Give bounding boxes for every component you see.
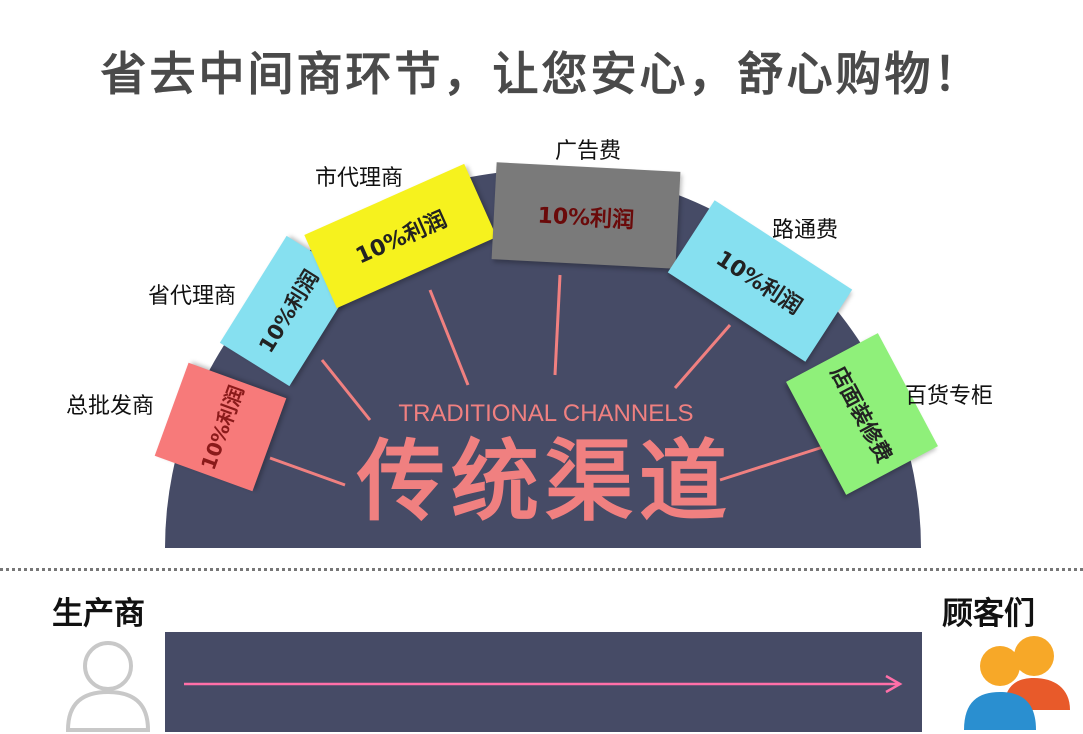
customers-label: 顾客们 — [942, 596, 1035, 632]
segment-label-road: 路通费 — [772, 218, 839, 243]
channel-title-en: TRADITIONAL CHANNELS — [398, 400, 693, 427]
producer-label: 生产商 — [52, 596, 145, 632]
person-outline-icon — [65, 641, 151, 732]
segment-label-province: 省代理商 — [148, 284, 237, 309]
channel-title-zh: 传统渠道 — [356, 430, 733, 533]
segment-label-store: 百货专柜 — [905, 384, 994, 409]
segment-label-wholesaler: 总批发商 — [66, 394, 155, 419]
segment-label-advertising: 广告费 — [555, 139, 622, 164]
flow-bar — [165, 632, 922, 732]
radial-lines — [269, 274, 824, 487]
segment-label-city: 市代理商 — [315, 166, 404, 191]
divider — [0, 568, 1083, 571]
segment-block-advertising: 10%利润 — [491, 162, 681, 269]
arrow-right-icon — [184, 674, 903, 694]
people-group-icon — [964, 636, 1070, 730]
page-headline: 省去中间商环节，让您安心，舒心购物！ — [100, 47, 983, 101]
